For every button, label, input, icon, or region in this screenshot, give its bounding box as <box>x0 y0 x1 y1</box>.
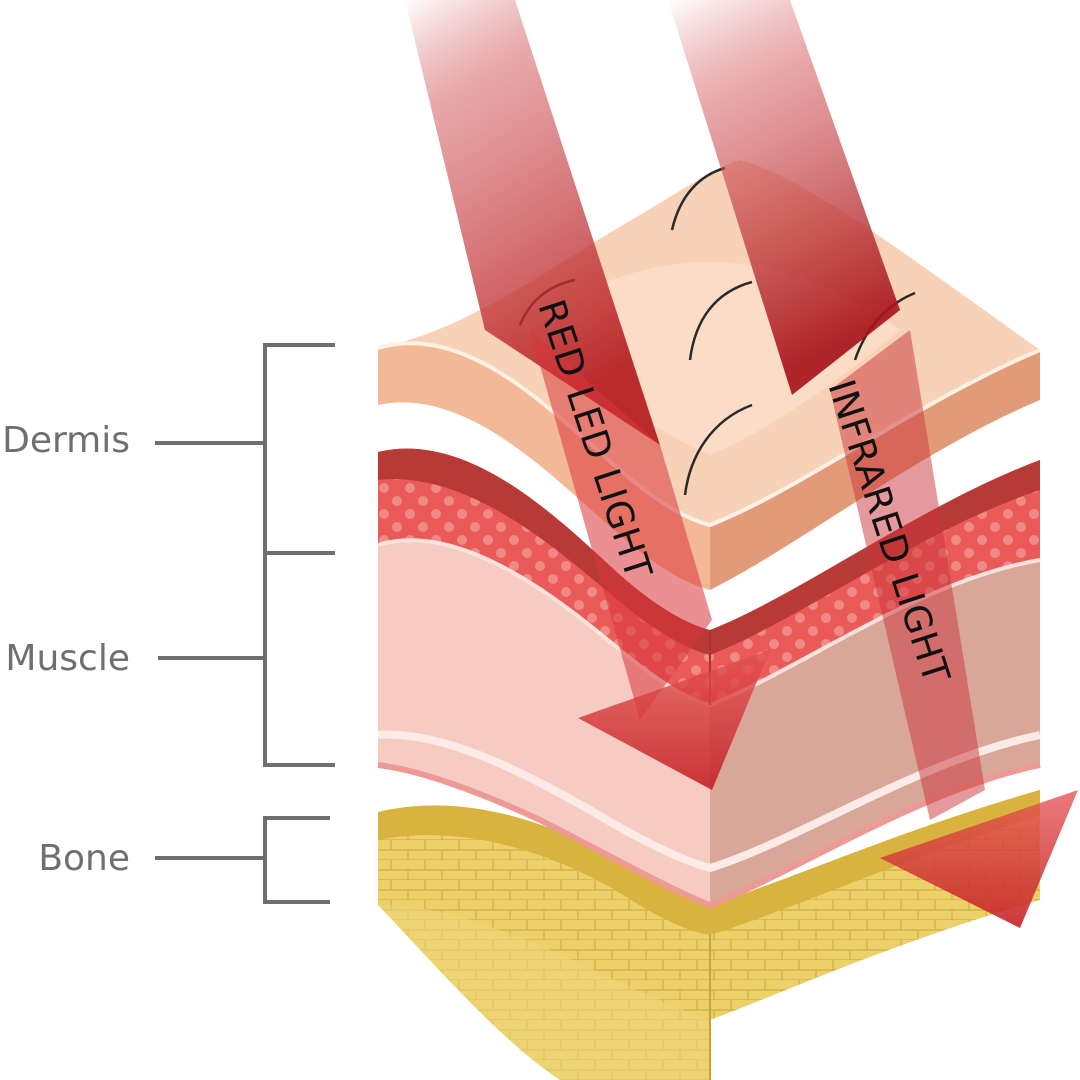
bone-layer <box>378 790 1040 1080</box>
infrared-beam <box>668 0 1078 928</box>
bone-bracket <box>263 816 330 904</box>
red-led-beam <box>405 0 770 790</box>
red-led-arrowhead <box>578 650 770 790</box>
dermis-label: Dermis <box>2 420 130 461</box>
infrared-arrowhead <box>880 790 1078 928</box>
layer-brackets <box>155 343 335 904</box>
bone-label: Bone <box>38 838 130 879</box>
muscle-label: Muscle <box>5 638 130 679</box>
